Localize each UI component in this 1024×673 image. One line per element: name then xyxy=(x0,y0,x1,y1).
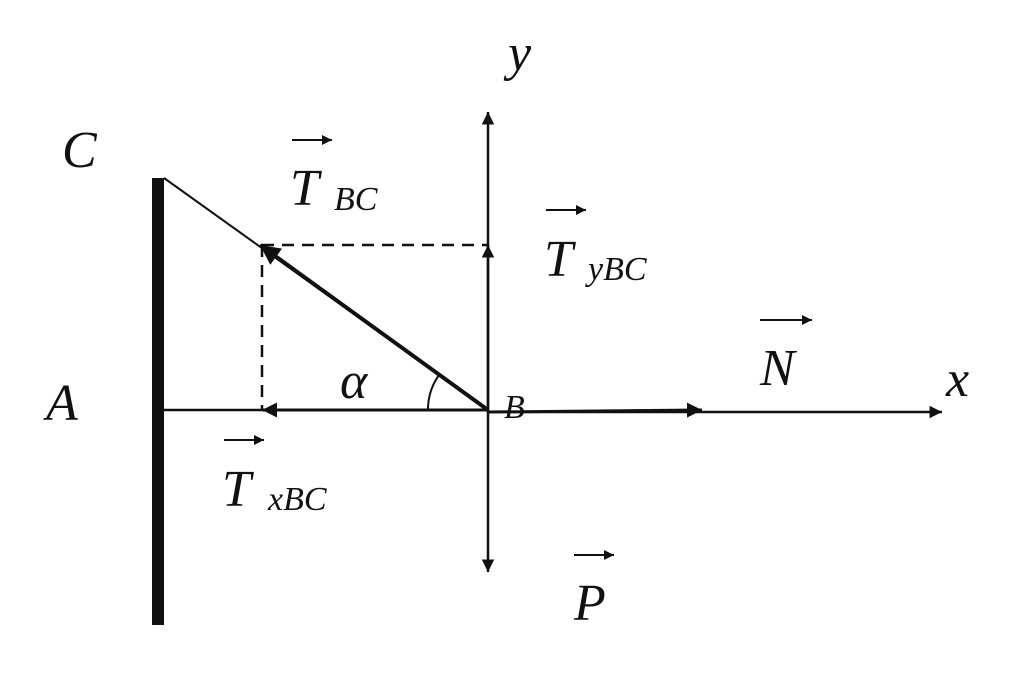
label-t-bc-main: T xyxy=(290,160,322,217)
axis-y-label: y xyxy=(503,25,532,82)
axis-x-label: x xyxy=(945,351,969,408)
label-t-ybc: T yBC xyxy=(544,205,647,288)
label-t-ybc-main: T xyxy=(544,231,576,288)
point-c-label: C xyxy=(62,122,98,179)
label-p: P xyxy=(573,550,614,632)
label-t-xbc: T xBC xyxy=(222,435,327,518)
label-t-xbc-sub: xBC xyxy=(267,481,327,518)
label-p-text: P xyxy=(573,575,606,632)
label-t-xbc-main: T xyxy=(222,461,254,518)
point-a-label: A xyxy=(43,375,78,432)
label-n: N xyxy=(759,315,812,397)
angle-alpha-label: α xyxy=(340,353,369,410)
vector-n xyxy=(487,402,703,418)
label-t-bc: T BC xyxy=(290,135,378,218)
label-t-ybc-sub: yBC xyxy=(585,251,647,288)
vector-t-bc xyxy=(258,243,490,412)
point-b-label: B xyxy=(504,389,525,426)
label-t-bc-sub: BC xyxy=(334,181,378,218)
label-n-text: N xyxy=(759,340,798,397)
angle-arc xyxy=(426,374,440,411)
